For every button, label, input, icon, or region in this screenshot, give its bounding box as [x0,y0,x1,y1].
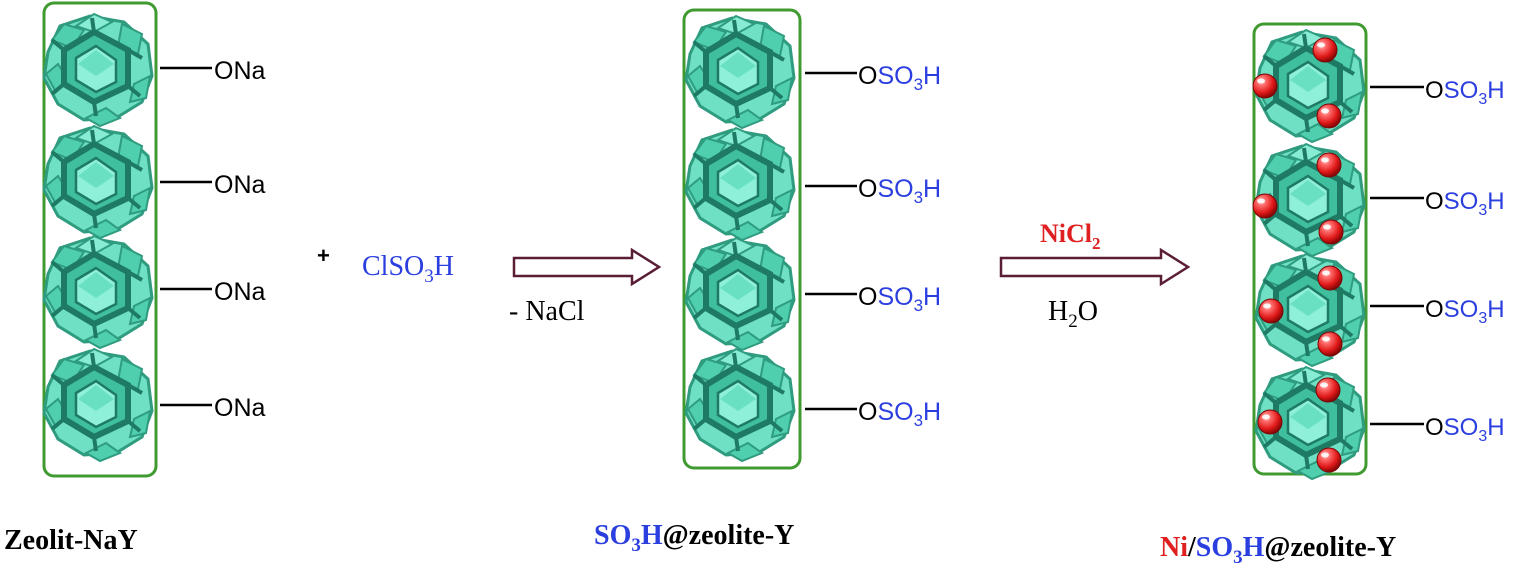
zeolite-cage-icon [686,349,794,461]
plus-sign: + [317,243,330,268]
zeolite-cage-icon [44,14,152,126]
zeolite-cage-icon [686,16,794,128]
zeolite-frame [42,1,158,478]
reactant-label: Zeolit-NaY [4,525,138,556]
nickel-particle-icon [1317,265,1343,291]
reaction-arrow-icon [999,247,1191,287]
product-zeolite-column: OSO3H OSO3H OSO3H OSO3H Ni/SO3H@zeolite-… [1160,22,1505,568]
water-solvent: H2O [1048,296,1098,332]
osulfonic-group: OSO3H [858,175,941,207]
zeolite-cage-icon [686,238,794,350]
nickel-particle-icon [1312,37,1338,63]
osulfonic-group: OSO3H [858,283,941,315]
osulfonic-group: OSO3H [858,398,941,430]
osulfonic-group: OSO3H [1425,188,1505,219]
reaction-arrow-icon [512,247,662,287]
nickel-particle-icon [1318,219,1344,245]
ona-group: ONa [214,57,266,85]
zeolite-cage-icon [44,349,152,461]
chlorosulfonic-acid-reagent: ClSO3H [362,251,454,287]
nickel-particle-icon [1315,377,1341,403]
nickel-particle-icon [1316,447,1342,473]
ona-group: ONa [214,171,266,199]
intermediate-label: SO3H@zeolite-Y [594,520,794,556]
zeolite-cage-icon [686,128,794,240]
nickel-particle-icon [1252,193,1278,219]
reactant-zeolite-column: ONa ONa ONa ONa Zeolit-NaY [4,1,266,556]
nickel-particle-icon [1316,103,1342,129]
zeolite-frame [682,8,802,470]
zeolite-cage-icon [44,236,152,348]
nickel-particle-icon [1252,73,1278,99]
nickel-particle-icon [1257,409,1283,435]
nickel-particle-icon [1317,331,1343,357]
ona-group: ONa [214,278,266,306]
reaction-step-1: + ClSO3H - NaCl [317,243,662,327]
osulfonic-group: OSO3H [1425,77,1505,108]
zeolite-cage-icon [44,126,152,238]
ona-group: ONa [214,394,266,422]
osulfonic-group: OSO3H [1425,414,1505,445]
reaction-step-2: NiCl2 H2O [999,219,1191,332]
nickel-chloride-reagent: NiCl2 [1040,219,1101,253]
nickel-particle-icon [1258,298,1284,324]
osulfonic-group: OSO3H [858,62,941,94]
intermediate-zeolite-column: OSO3H OSO3H OSO3H OSO3H SO3H@zeolite-Y [594,8,941,556]
nickel-particle-icon [1316,152,1342,178]
nacl-byproduct: - NaCl [509,296,585,327]
osulfonic-group: OSO3H [1425,296,1505,327]
product-label: Ni/SO3H@zeolite-Y [1160,532,1396,568]
